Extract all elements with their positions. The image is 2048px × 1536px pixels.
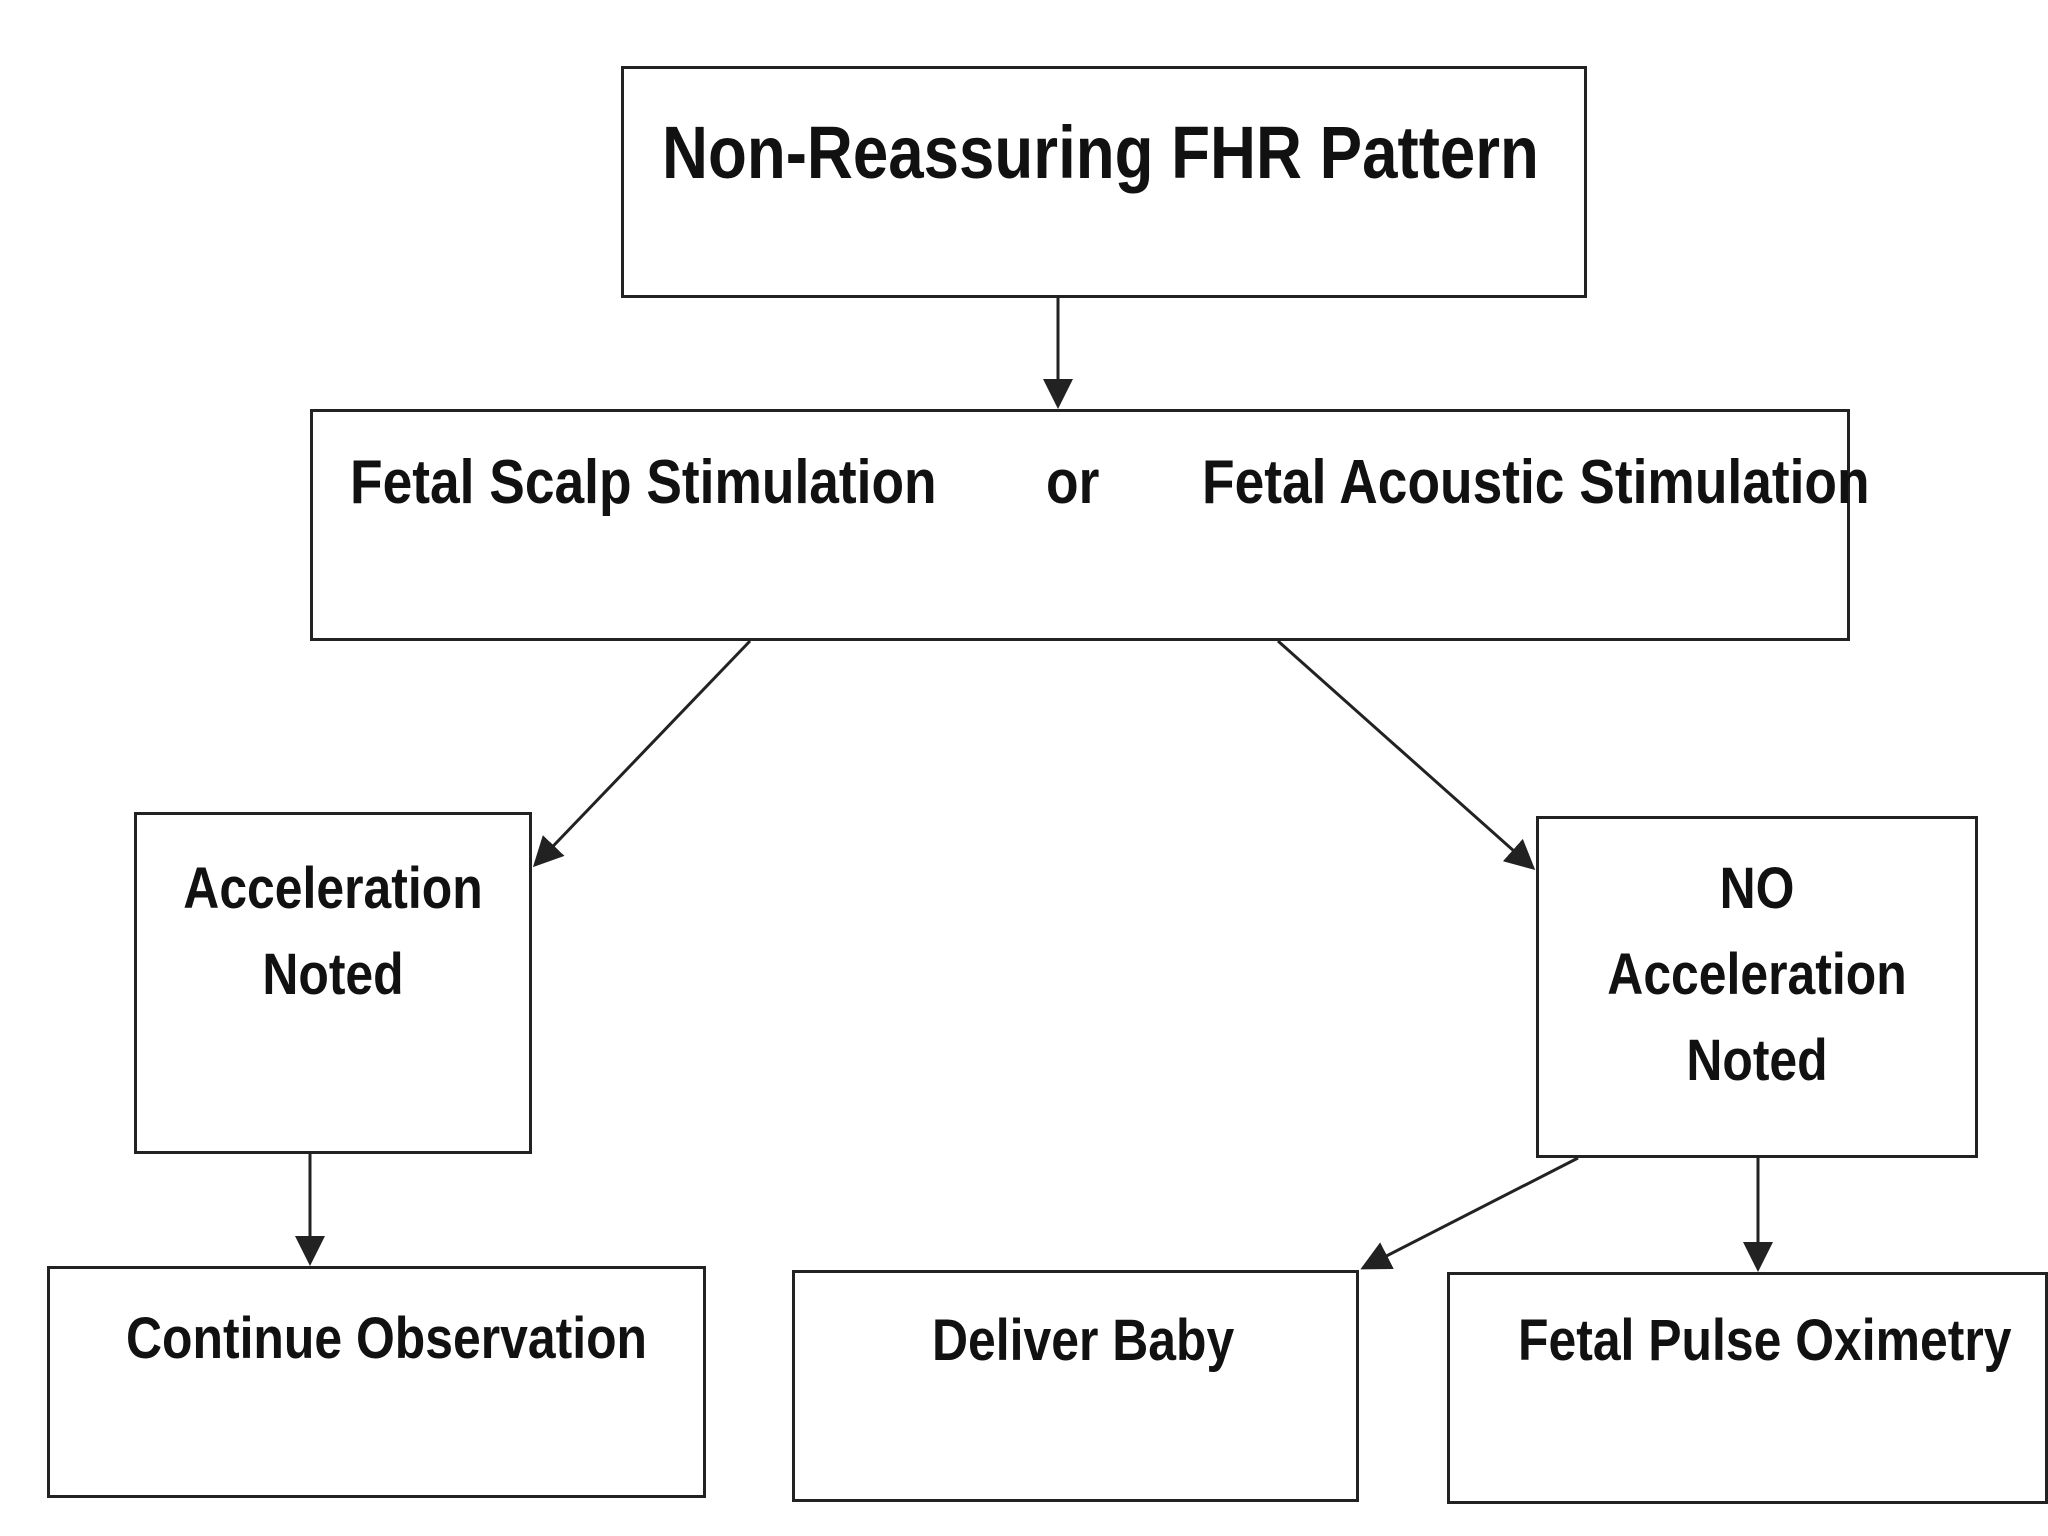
deliver-baby-label: Deliver Baby: [932, 1308, 1235, 1373]
no-acceleration-label: NO Acceleration Noted: [1567, 846, 1947, 1104]
node-no-acceleration-noted: [1536, 816, 1978, 1158]
fetal-pulse-oximetry-label: Fetal Pulse Oximetry: [1518, 1308, 2012, 1373]
root-label: Non-Reassuring FHR Pattern: [662, 111, 1539, 194]
acceleration-line-2: Noted: [262, 942, 404, 1007]
node-deliver-baby: [792, 1270, 1359, 1502]
arrow-stimulation-to-acceleration: [532, 639, 752, 868]
node-fetal-pulse-oximetry: [1447, 1272, 2048, 1504]
arrow-stimulation-to-no-acceleration: [1277, 639, 1536, 870]
node-acceleration-noted: [134, 812, 532, 1154]
node-stimulation: [310, 409, 1850, 641]
no-acceleration-line-1: NO: [1719, 856, 1795, 921]
continue-observation-label: Continue Observation: [126, 1306, 648, 1371]
node-continue-observation: [47, 1266, 706, 1498]
stimulation-or-label: or: [1046, 448, 1100, 517]
no-acceleration-line-2: Acceleration: [1607, 942, 1907, 1007]
stimulation-right-label: Fetal Acoustic Stimulation: [1202, 448, 1870, 517]
stimulation-left-label: Fetal Scalp Stimulation: [350, 448, 937, 517]
node-non-reassuring-fhr: [621, 66, 1587, 298]
acceleration-line-1: Acceleration: [183, 856, 483, 921]
arrow-no-acceleration-to-deliver: [1360, 1156, 1579, 1270]
no-acceleration-line-3: Noted: [1686, 1028, 1828, 1093]
acceleration-label: Acceleration Noted: [162, 846, 504, 1018]
